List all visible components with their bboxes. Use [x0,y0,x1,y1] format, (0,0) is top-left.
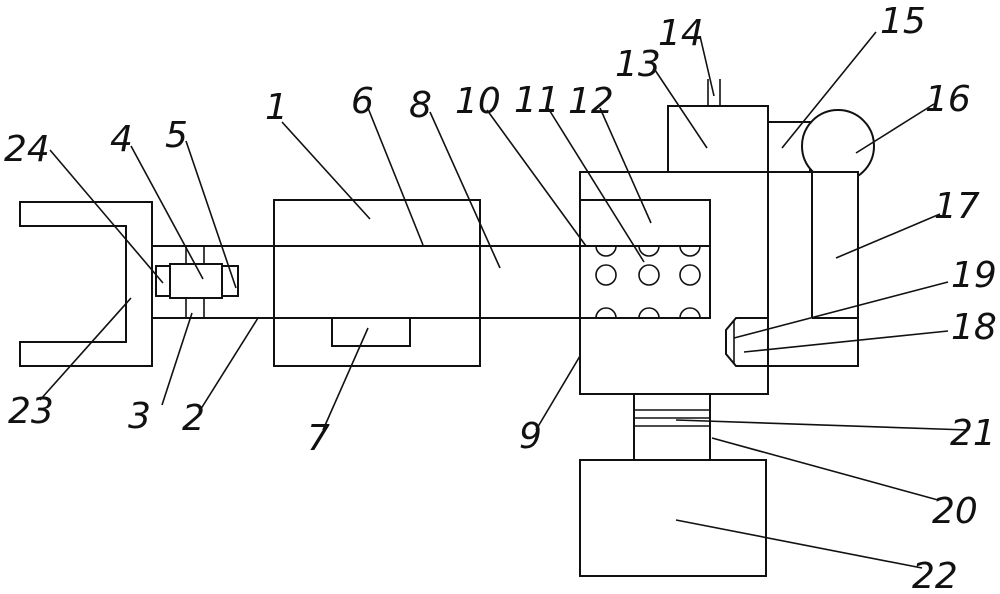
leader-12 [599,107,652,224]
label-19: 19 [951,255,997,296]
label-15: 15 [880,1,926,42]
label-5: 5 [165,115,188,156]
part-7-lower-block [331,318,411,347]
leader-3 [161,312,193,406]
ball-top-1 [595,245,617,257]
leader-1 [281,121,371,220]
ball-mid-1 [595,264,617,286]
part-11-balls [595,245,701,319]
leader-7 [322,327,369,431]
leader-17 [835,213,941,259]
label-4: 4 [110,119,133,160]
ball-bottom-1 [595,307,617,319]
leader-14 [699,35,715,97]
part-24-clamp-block [155,265,171,297]
leader-2 [198,317,259,413]
label-1: 1 [265,87,288,128]
label-13: 13 [615,44,661,85]
label-22: 22 [912,556,958,594]
part-22-base [579,459,767,577]
part-18-nozzle [725,317,769,367]
label-7: 7 [307,418,330,459]
label-3: 3 [128,396,151,437]
label-18: 18 [951,307,997,348]
leader-8 [429,111,501,269]
ball-bottom-2 [638,307,660,319]
leader-24 [49,149,164,284]
callout-labels: 24 4 5 1 6 8 10 11 12 13 14 15 16 17 19 … [4,1,997,594]
part-13-top-box [667,105,769,173]
leader-18 [743,330,949,353]
leader-5 [185,140,237,289]
part-12-upper-rack [579,199,711,319]
label-12: 12 [568,81,614,122]
part-1-housing [273,199,481,367]
leader-23 [39,297,132,401]
leader-20 [711,437,939,501]
leader-13 [654,69,708,149]
label-16: 16 [925,79,971,120]
leader-10 [486,109,587,247]
part-23-gripper-jaw [19,201,153,367]
leader-11 [547,107,645,263]
leader-lines [39,31,969,569]
label-10: 10 [455,81,501,122]
label-6: 6 [351,81,374,122]
label-17: 17 [934,186,980,227]
leader-4 [130,145,204,280]
leader-6 [367,107,424,246]
label-2: 2 [182,398,205,439]
leader-9 [535,355,581,431]
label-23: 23 [8,391,54,432]
leader-16 [855,103,935,154]
label-14: 14 [658,13,704,54]
leader-15 [781,31,877,149]
label-11: 11 [514,80,560,121]
ball-bottom-3 [679,307,701,319]
leader-19 [733,281,949,339]
leader-22 [675,519,923,569]
ball-mid-2 [638,264,660,286]
label-24: 24 [4,129,50,170]
part-5-stop-block [221,265,239,297]
ball-top-2 [638,245,660,257]
part-4-slider-block [169,263,223,299]
label-8: 8 [409,85,432,126]
label-21: 21 [950,413,996,454]
ball-mid-3 [679,264,701,286]
ball-top-3 [679,245,701,257]
label-20: 20 [932,491,978,532]
leader-21 [675,419,969,431]
label-9: 9 [519,416,542,457]
part-20-neck [633,393,711,461]
